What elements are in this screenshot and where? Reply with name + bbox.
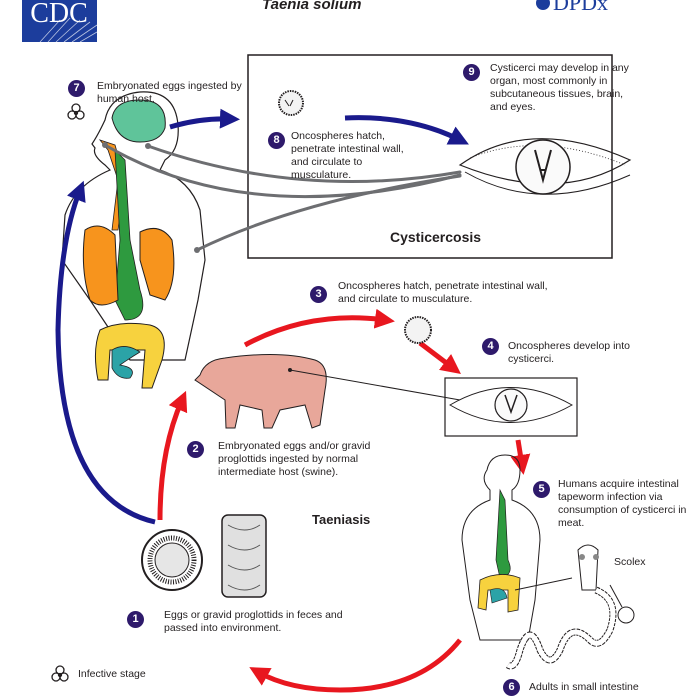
- cdc-logo: CDC: [22, 0, 98, 43]
- step-badge-5: 5: [533, 481, 550, 498]
- step-badge-4: 4: [482, 338, 499, 355]
- step-text-6: Adults in small intestine: [529, 681, 639, 693]
- human-figure-taeniasis: [461, 454, 573, 641]
- step-text-5: Humans acquire intestinal tapeworm infec…: [558, 478, 687, 529]
- cysticercus-in-tissue-small: [449, 387, 574, 423]
- red-arrow-4-to-5: [510, 439, 531, 475]
- egg-drawing: [141, 529, 203, 591]
- adult-tapeworm-drawing: [505, 544, 635, 670]
- organ-connector-lines: [103, 143, 462, 252]
- step-text-9: Cysticerci may develop in any organ, mos…: [490, 62, 629, 113]
- red-arrow-3-to-4: [418, 341, 461, 375]
- red-arrow-2-to-3: [243, 308, 395, 348]
- human-figure-cysticercosis: [61, 91, 206, 389]
- section-title-taeniasis: Taeniasis: [312, 512, 371, 527]
- pig-drawing: [194, 353, 461, 429]
- step-text-3: Oncospheres hatch, penetrate intestinal …: [338, 280, 548, 305]
- step-badge-3: 3: [310, 286, 327, 303]
- legend-infective-stage: Infective stage: [78, 668, 146, 680]
- red-arrow-6-to-1: [249, 638, 462, 693]
- step-badge-9: 9: [463, 64, 480, 81]
- step-badge-2: 2: [187, 441, 204, 458]
- step-text-1: Eggs or gravid proglottids in feces and …: [164, 609, 343, 634]
- step-badge-6: 6: [503, 679, 520, 696]
- dpdx-logo: DPDx: [536, 0, 608, 15]
- cdc-logo-text: CDC: [30, 0, 88, 29]
- scolex-label: Scolex: [614, 556, 646, 568]
- blue-arrow-7-to-8: [169, 108, 240, 130]
- blue-arrow-1-to-7: [55, 180, 156, 525]
- oncosphere-drawing-8: [278, 90, 304, 116]
- step-text-4: Oncospheres develop into cysticerci.: [508, 340, 630, 365]
- biohazard-icon-7: [67, 103, 85, 120]
- step-text-2: Embryonated eggs and/or gravid proglotti…: [218, 440, 371, 478]
- step-text-8: Oncospheres hatch, penetrate intestinal …: [291, 130, 404, 181]
- oncosphere-drawing-3: [404, 316, 432, 344]
- section-title-cysticercosis: Cysticercosis: [390, 229, 482, 245]
- step-badge-7: 7: [68, 80, 85, 97]
- blue-arrow-8-to-9: [344, 115, 469, 145]
- step-badge-8: 8: [268, 132, 285, 149]
- gravid-proglottid-drawing: [221, 514, 267, 598]
- diagram-title: Taenia solium: [262, 0, 362, 13]
- biohazard-icon-legend: [51, 665, 69, 682]
- cysticercosis-box: [247, 54, 613, 259]
- step-text-7: Embryonated eggs ingested by human host.: [97, 80, 242, 105]
- dpdx-logo-text: DPDx: [553, 0, 608, 15]
- red-arrow-1-to-2: [157, 390, 188, 521]
- step-badge-1: 1: [127, 611, 144, 628]
- cysticercus-in-tissue-large: [458, 138, 632, 195]
